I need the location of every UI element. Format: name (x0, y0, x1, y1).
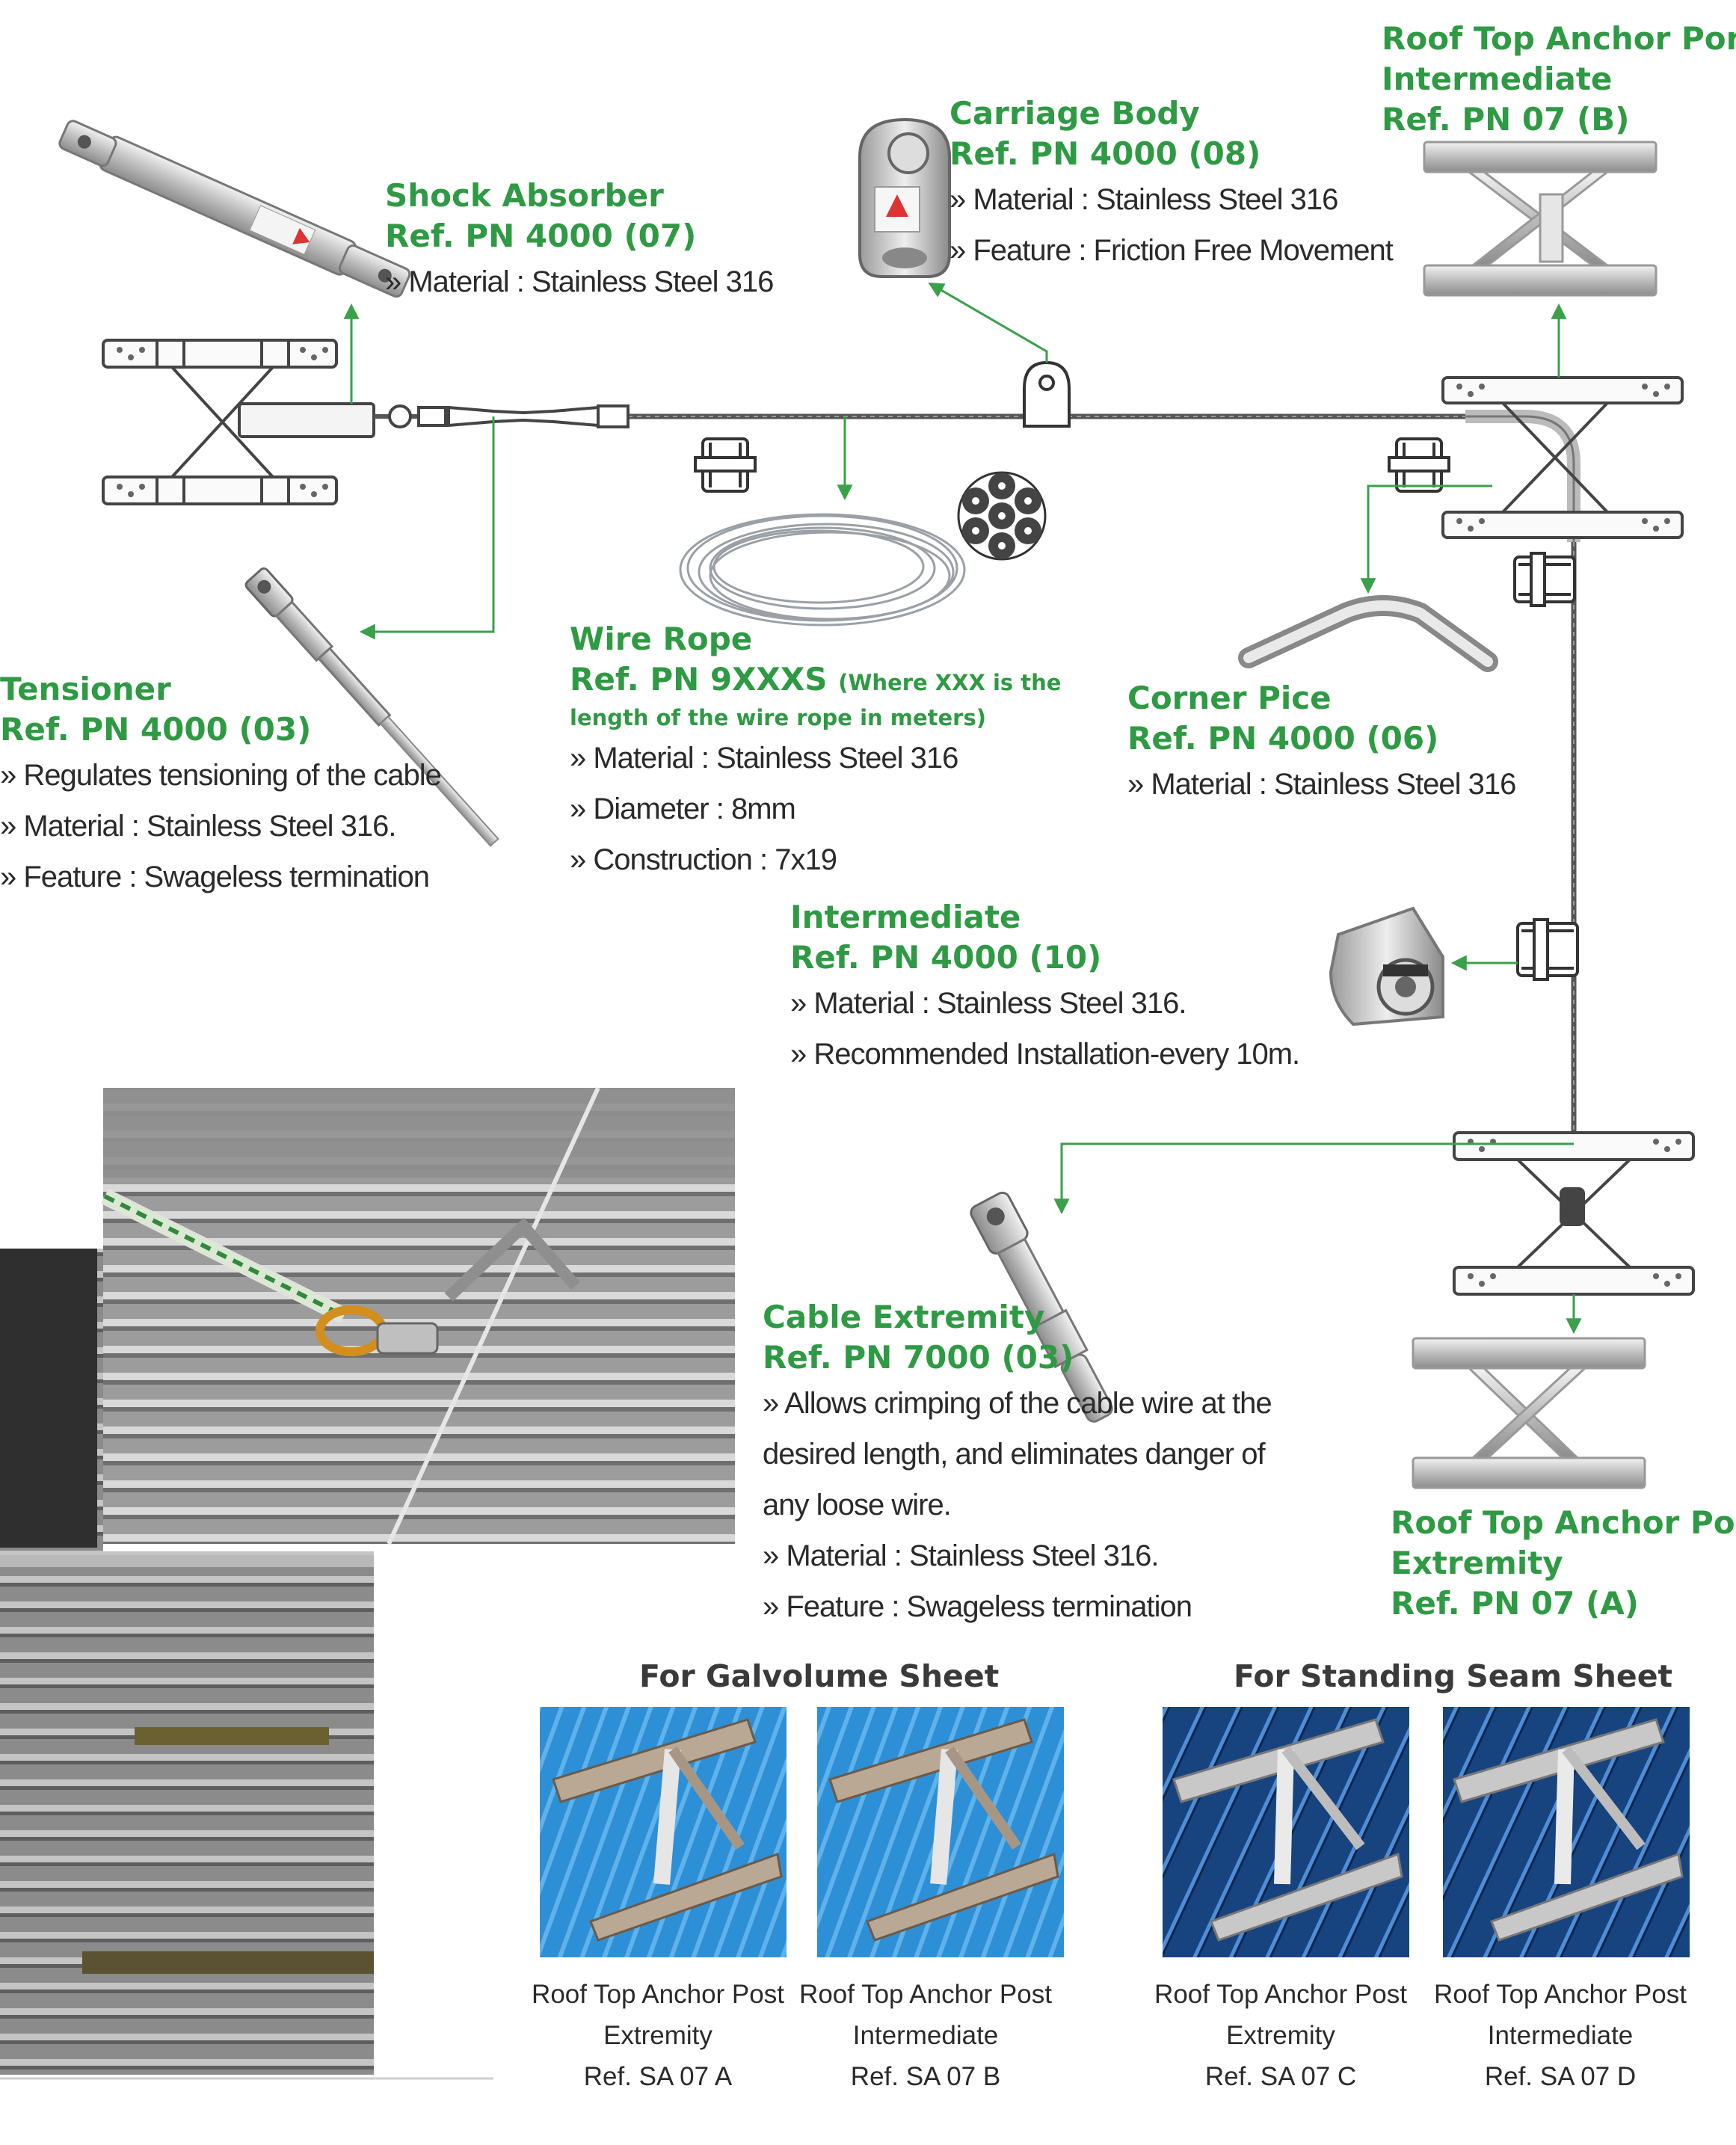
carriage-body-illustration (858, 117, 951, 278)
wire-rope-coil-illustration (679, 513, 966, 627)
anchor-extremity-label: Roof Top Anchor Port Extremity Ref. PN 0… (1391, 1503, 1736, 1624)
galvolume-heading: For Galvolume Sheet (639, 1658, 1000, 1694)
caption-sa07d-line-1: Roof Top Anchor Post (1434, 1980, 1687, 2009)
anchor-intermediate-illustration (1423, 141, 1657, 297)
wire-rope-ref: Ref. PN 9XXXS (570, 661, 828, 698)
caption-sa07a-line-1: Roof Top Anchor Post (532, 1980, 784, 2009)
caption-sa07c-line-3: Ref. SA 07 C (1204, 2062, 1357, 2091)
anchor-intermediate-ref: Ref. PN 07 (B) (1382, 101, 1630, 138)
tensioner-title: Tensioner (0, 671, 171, 707)
corner-anchor-post-drawing (1441, 376, 1684, 539)
anchor-extremity-illustration (1412, 1337, 1646, 1489)
cable-extremity-para-2: desired length, and eliminates danger of (763, 1438, 1266, 1471)
cable-extremity-illustration (970, 1191, 1113, 1423)
caption-sa07d-line-3: Ref. SA 07 D (1484, 2062, 1637, 2091)
caption-sa07c-line-1: Roof Top Anchor Post (1154, 1980, 1407, 2009)
shock-absorber-illustration (58, 120, 411, 298)
cable-carrier-2 (1388, 437, 1450, 493)
anchor-intermediate-label: Roof Top Anchor Port Intermediate Ref. P… (1382, 19, 1736, 140)
bottom-anchor-post-drawing (1453, 1131, 1695, 1296)
carriage-body-title: Carriage Body (949, 95, 1200, 132)
shock-absorber-label: Shock Absorber Ref. PN 4000 (07) » Mater… (385, 176, 774, 307)
anchor-extremity-ref: Ref. PN 07 (A) (1391, 1585, 1639, 1622)
cable-carrier-4 (1516, 918, 1579, 981)
wire-rope-label: Wire Rope Ref. PN 9XXXS (Where XXX is th… (570, 619, 1061, 885)
standing-seam-heading: For Standing Seam Sheet (1234, 1658, 1673, 1694)
carriage-body-label: Carriage Body Ref. PN 4000 (08) » Materi… (949, 93, 1394, 276)
leader-arrows (343, 282, 1582, 1335)
wire-rope-ref-note-2: length of the wire rope in meters) (570, 705, 986, 730)
cable-extremity-ref: Ref. PN 7000 (03) (763, 1339, 1074, 1376)
shock-absorber-ref: Ref. PN 4000 (07) (385, 218, 697, 254)
cable-extremity-para-1: » Allows crimping of the cable wire at t… (763, 1387, 1272, 1420)
corner-piece-illustration (1238, 595, 1498, 672)
photo-sa07d (1443, 1707, 1690, 1957)
carriage-on-line (1023, 360, 1071, 428)
caption-sa07b: Roof Top Anchor Post Intermediate Ref. S… (791, 1974, 1060, 2097)
caption-sa07c: Roof Top Anchor Post Extremity Ref. SA 0… (1146, 1974, 1415, 2097)
tensioner-bullet-2: » Material : Stainless Steel 316. (0, 810, 397, 843)
anchor-extremity-title-1: Roof Top Anchor Port (1391, 1504, 1736, 1541)
intermediate-label: Intermediate Ref. PN 4000 (10) » Materia… (790, 897, 1300, 1080)
tensioner-ref: Ref. PN 4000 (03) (0, 711, 312, 748)
corner-piece-ref: Ref. PN 4000 (06) (1127, 720, 1439, 757)
tensioner-bullet-1: » Regulates tensioning of the cable (0, 759, 442, 792)
caption-sa07d-line-2: Intermediate (1487, 2021, 1634, 2050)
anchor-intermediate-title-1: Roof Top Anchor Port (1382, 20, 1736, 57)
wire-rope-title: Wire Rope (570, 621, 753, 657)
caption-sa07b-line-3: Ref. SA 07 B (850, 2062, 1001, 2091)
wire-rope-ref-line: Ref. PN 9XXXS (Where XXX is the (570, 659, 1061, 703)
anchor-intermediate-title-2: Intermediate (1382, 61, 1613, 97)
caption-sa07d: Roof Top Anchor Post Intermediate Ref. S… (1426, 1974, 1695, 2097)
cable-carrier-3 (1513, 552, 1576, 607)
anchor-extremity-title-2: Extremity (1391, 1545, 1563, 1581)
intermediate-bullet-2: » Recommended Installation-every 10m. (790, 1038, 1300, 1071)
tensioner-label: Tensioner Ref. PN 4000 (03) » Regulates … (0, 669, 442, 902)
cable-extremity-bullet-1: » Material : Stainless Steel 316. (763, 1539, 1160, 1572)
intermediate-ref: Ref. PN 4000 (10) (790, 939, 1102, 976)
caption-sa07a-line-3: Ref. SA 07 A (583, 2062, 733, 2091)
cable-extremity-label: Cable Extremity Ref. PN 7000 (03) » Allo… (763, 1297, 1272, 1632)
cable-extremity-title: Cable Extremity (763, 1299, 1045, 1335)
photo-sa07a (540, 1707, 787, 1957)
carriage-body-bullet-2: » Feature : Friction Free Movement (949, 234, 1394, 267)
photo-sa07c (1163, 1707, 1409, 1957)
photo-sa07b (817, 1707, 1064, 1957)
caption-sa07b-line-2: Intermediate (852, 2021, 999, 2050)
intermediate-bullet-1: » Material : Stainless Steel 316. (790, 987, 1187, 1020)
caption-sa07b-line-1: Roof Top Anchor Post (799, 1980, 1052, 2009)
corner-piece-label: Corner Pice Ref. PN 4000 (06) » Material… (1127, 678, 1516, 810)
wire-rope-bullet-3: » Construction : 7x19 (570, 843, 837, 876)
cable-extremity-para-3: any loose wire. (763, 1489, 952, 1521)
shock-absorber-bullet: » Material : Stainless Steel 316 (385, 265, 774, 298)
carriage-body-bullet-1: » Material : Stainless Steel 316 (949, 183, 1338, 216)
cable-extremity-bullet-2: » Feature : Swageless termination (763, 1590, 1192, 1623)
carriage-body-ref: Ref. PN 4000 (08) (949, 135, 1261, 172)
wire-rope-ref-note: (Where XXX is the (838, 670, 1062, 695)
corner-piece-title: Corner Pice (1127, 680, 1332, 716)
intermediate-illustration (1329, 906, 1444, 1027)
strands-cross-section-illustration (957, 471, 1047, 561)
left-anchor-post-drawing (102, 339, 630, 505)
tensioner-illustration (244, 567, 499, 847)
roof-photo-lifeline (101, 1086, 735, 1551)
corner-piece-bullet: » Material : Stainless Steel 316 (1127, 768, 1516, 801)
shock-absorber-title: Shock Absorber (385, 177, 664, 214)
caption-sa07a: Roof Top Anchor Post Extremity Ref. SA 0… (523, 1974, 792, 2097)
cable-carrier-1 (694, 437, 757, 493)
wire-rope-bullet-2: » Diameter : 8mm (570, 793, 796, 825)
caption-sa07c-line-2: Extremity (1226, 2021, 1335, 2050)
intermediate-title: Intermediate (790, 899, 1021, 935)
wire-rope-bullet-1: » Material : Stainless Steel 316 (570, 742, 958, 775)
caption-sa07a-line-2: Extremity (603, 2021, 712, 2050)
tensioner-bullet-3: » Feature : Swageless termination (0, 861, 430, 893)
